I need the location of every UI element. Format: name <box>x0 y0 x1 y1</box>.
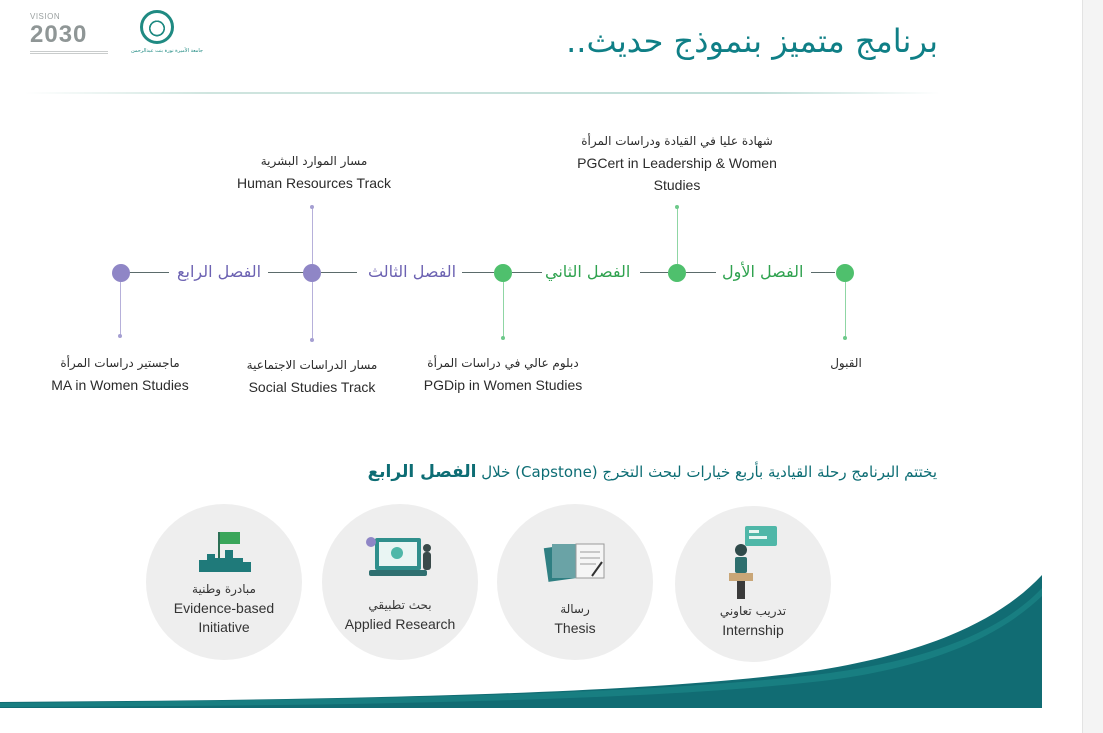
option-internship-ar: تدريب تعاوني <box>719 604 787 618</box>
option-thesis-en: Thesis <box>554 620 596 636</box>
capstone-emphasis: الفصل الرابع <box>367 462 477 482</box>
university-logo: جامعة الأميرة نورة بنت عبدالرحمن <box>122 10 212 62</box>
option-thesis-ar: رسالة <box>560 602 590 616</box>
timeline-stem-tip <box>118 334 122 338</box>
timeline-segment <box>129 272 169 273</box>
timeline-stem-tip <box>310 205 314 209</box>
internship-icon <box>729 526 777 599</box>
timeline-stem-tip <box>843 336 847 340</box>
option-internship-en: Internship <box>722 622 784 638</box>
title-divider <box>25 92 940 94</box>
vision-year: 2030 <box>30 21 88 48</box>
milestone-pgdip-ar: دبلوم عالي في دراسات المرأة <box>427 356 579 370</box>
timeline-stem-tip <box>501 336 505 340</box>
option-national-initiative-label: مبادرة وطنية Evidence-based Initiative <box>146 580 302 637</box>
option-applied-research-en: Applied Research <box>344 616 456 632</box>
option-applied-research-label: بحث تطبيقي Applied Research <box>322 596 478 634</box>
milestone-pgdip: دبلوم عالي في دراسات المرأة PGDip in Wom… <box>412 352 594 396</box>
program-timeline: الفصل الأول الفصل الثاني الفصل الثالث ال… <box>40 130 886 398</box>
teal-swoosh-decoration <box>0 575 1042 708</box>
milestone-ma: ماجستير دراسات المرأة MA in Women Studie… <box>40 352 200 396</box>
thesis-icon <box>543 543 605 582</box>
option-national-initiative-en-2: Initiative <box>198 619 250 635</box>
timeline-stem-tip <box>310 338 314 342</box>
timeline-stem <box>845 282 846 338</box>
milestone-hr-track-ar: مسار الموارد البشرية <box>260 154 368 168</box>
vision-title: VISION <box>30 12 61 21</box>
capstone-intro: يختتم البرنامج رحلة القيادية بأربع خيارا… <box>481 463 937 481</box>
university-name: جامعة الأميرة نورة بنت عبدالرحمن <box>131 48 203 54</box>
vision-2030-logo: VISION 2030 <box>30 10 108 62</box>
option-national-initiative-en: Evidence-based <box>173 600 275 616</box>
slide: VISION 2030 جامعة الأميرة نورة بنت عبدال… <box>0 10 1042 708</box>
option-applied-research-ar: بحث تطبيقي <box>368 598 432 612</box>
page-title: برنامج متميز بنموذج حديث.. <box>566 22 938 60</box>
timeline-segment <box>686 272 716 273</box>
semester-4-label: الفصل الرابع <box>177 262 262 281</box>
timeline-dot-ma <box>112 264 130 282</box>
timeline-stem-tip <box>675 205 679 209</box>
semester-2-label: الفصل الثاني <box>545 262 631 281</box>
option-national-initiative: مبادرة وطنية Evidence-based Initiative <box>146 504 302 660</box>
milestone-admission: القبول <box>806 352 886 374</box>
timeline-stem <box>120 282 121 336</box>
milestone-admission-ar: القبول <box>830 356 862 370</box>
milestone-pgcert-en: PGCert in Leadership & Women <box>577 155 777 171</box>
milestone-pgcert-ar: شهادة عليا في القيادة ودراسات المرأة <box>581 134 773 148</box>
milestone-pgcert: شهادة عليا في القيادة ودراسات المرأة PGC… <box>540 130 814 196</box>
timeline-stem <box>503 282 504 338</box>
option-applied-research: بحث تطبيقي Applied Research <box>322 504 478 660</box>
milestone-ma-ar: ماجستير دراسات المرأة <box>60 356 180 370</box>
milestone-ma-en: MA in Women Studies <box>51 377 189 393</box>
milestone-pgdip-en: PGDip in Women Studies <box>423 377 583 393</box>
national-initiative-icon <box>199 532 251 572</box>
applied-research-icon <box>366 537 431 576</box>
timeline-stem <box>312 208 313 264</box>
option-internship: تدريب تعاوني Internship <box>675 506 831 662</box>
timeline-dot-tracks <box>303 264 321 282</box>
milestone-pgcert-en-2: Studies <box>653 177 701 193</box>
timeline-stem <box>312 282 313 340</box>
timeline-dot-admission <box>836 264 854 282</box>
milestone-social-track-en: Social Studies Track <box>248 379 376 395</box>
milestone-social-track: مسار الدراسات الاجتماعية Social Studies … <box>232 354 392 398</box>
capstone-statement: يختتم البرنامج رحلة القيادية بأربع خيارا… <box>368 462 937 482</box>
option-internship-label: تدريب تعاوني Internship <box>675 602 831 640</box>
option-thesis: رسالة Thesis <box>497 504 653 660</box>
option-thesis-label: رسالة Thesis <box>497 600 653 638</box>
semester-3-label: الفصل الثالث <box>368 262 457 281</box>
semester-1-label: الفصل الأول <box>722 262 804 281</box>
timeline-dot-pgdip <box>494 264 512 282</box>
milestone-social-track-ar: مسار الدراسات الاجتماعية <box>246 358 378 372</box>
side-scroll-pane[interactable] <box>1082 0 1103 733</box>
timeline-segment <box>640 272 668 273</box>
timeline-segment <box>512 272 542 273</box>
milestone-hr-track-en: Human Resources Track <box>236 175 392 191</box>
header-logos: VISION 2030 جامعة الأميرة نورة بنت عبدال… <box>30 10 212 62</box>
timeline-segment <box>462 272 494 273</box>
timeline-segment <box>321 272 357 273</box>
timeline-segment <box>268 272 304 273</box>
page-margin <box>1042 0 1082 733</box>
university-emblem-icon <box>140 10 174 44</box>
option-national-initiative-ar: مبادرة وطنية <box>192 582 256 596</box>
timeline-dot-pgcert <box>668 264 686 282</box>
timeline-stem <box>677 208 678 264</box>
vision-underline <box>30 51 108 54</box>
timeline-segment <box>811 272 835 273</box>
milestone-hr-track: مسار الموارد البشرية Human Resources Tra… <box>204 150 424 194</box>
